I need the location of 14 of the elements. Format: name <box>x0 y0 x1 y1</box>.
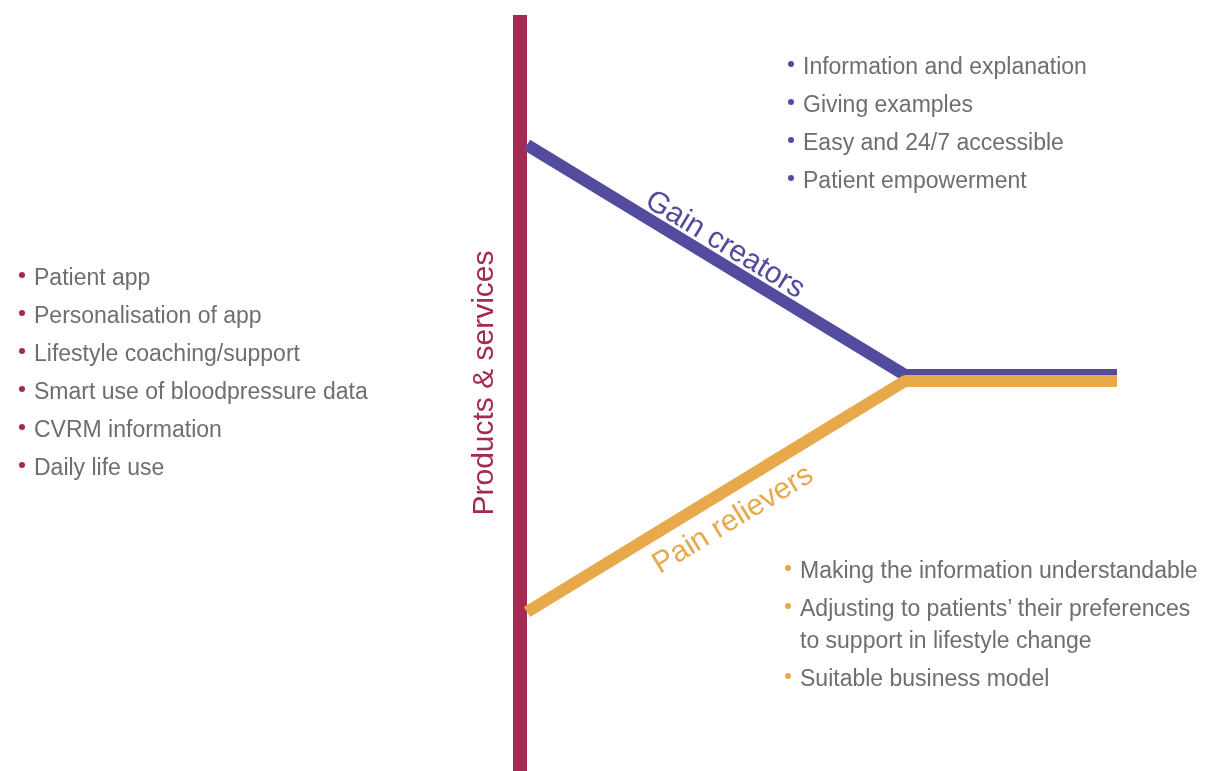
list-item: Suitable business model <box>782 662 1202 694</box>
list-item: Lifestyle coaching/support <box>16 339 456 367</box>
list-item: Personalisation of app <box>16 301 456 329</box>
list-item: Patient app <box>16 263 456 291</box>
list-item: Information and explanation <box>785 52 1185 80</box>
list-item: Daily life use <box>16 453 456 481</box>
list-item: CVRM information <box>16 415 456 443</box>
list-item: Making the information understandable <box>782 554 1202 586</box>
list-item: Patient empowerment <box>785 166 1185 194</box>
list-item: Giving examples <box>785 90 1185 118</box>
list-item: Adjusting to patients’ their preferences to support in lifestyle change <box>782 592 1202 656</box>
section-heading: Products & services <box>465 250 499 516</box>
list-item: Easy and 24/7 accessible <box>785 128 1185 156</box>
list-item: Smart use of bloodpressure data <box>16 377 456 405</box>
